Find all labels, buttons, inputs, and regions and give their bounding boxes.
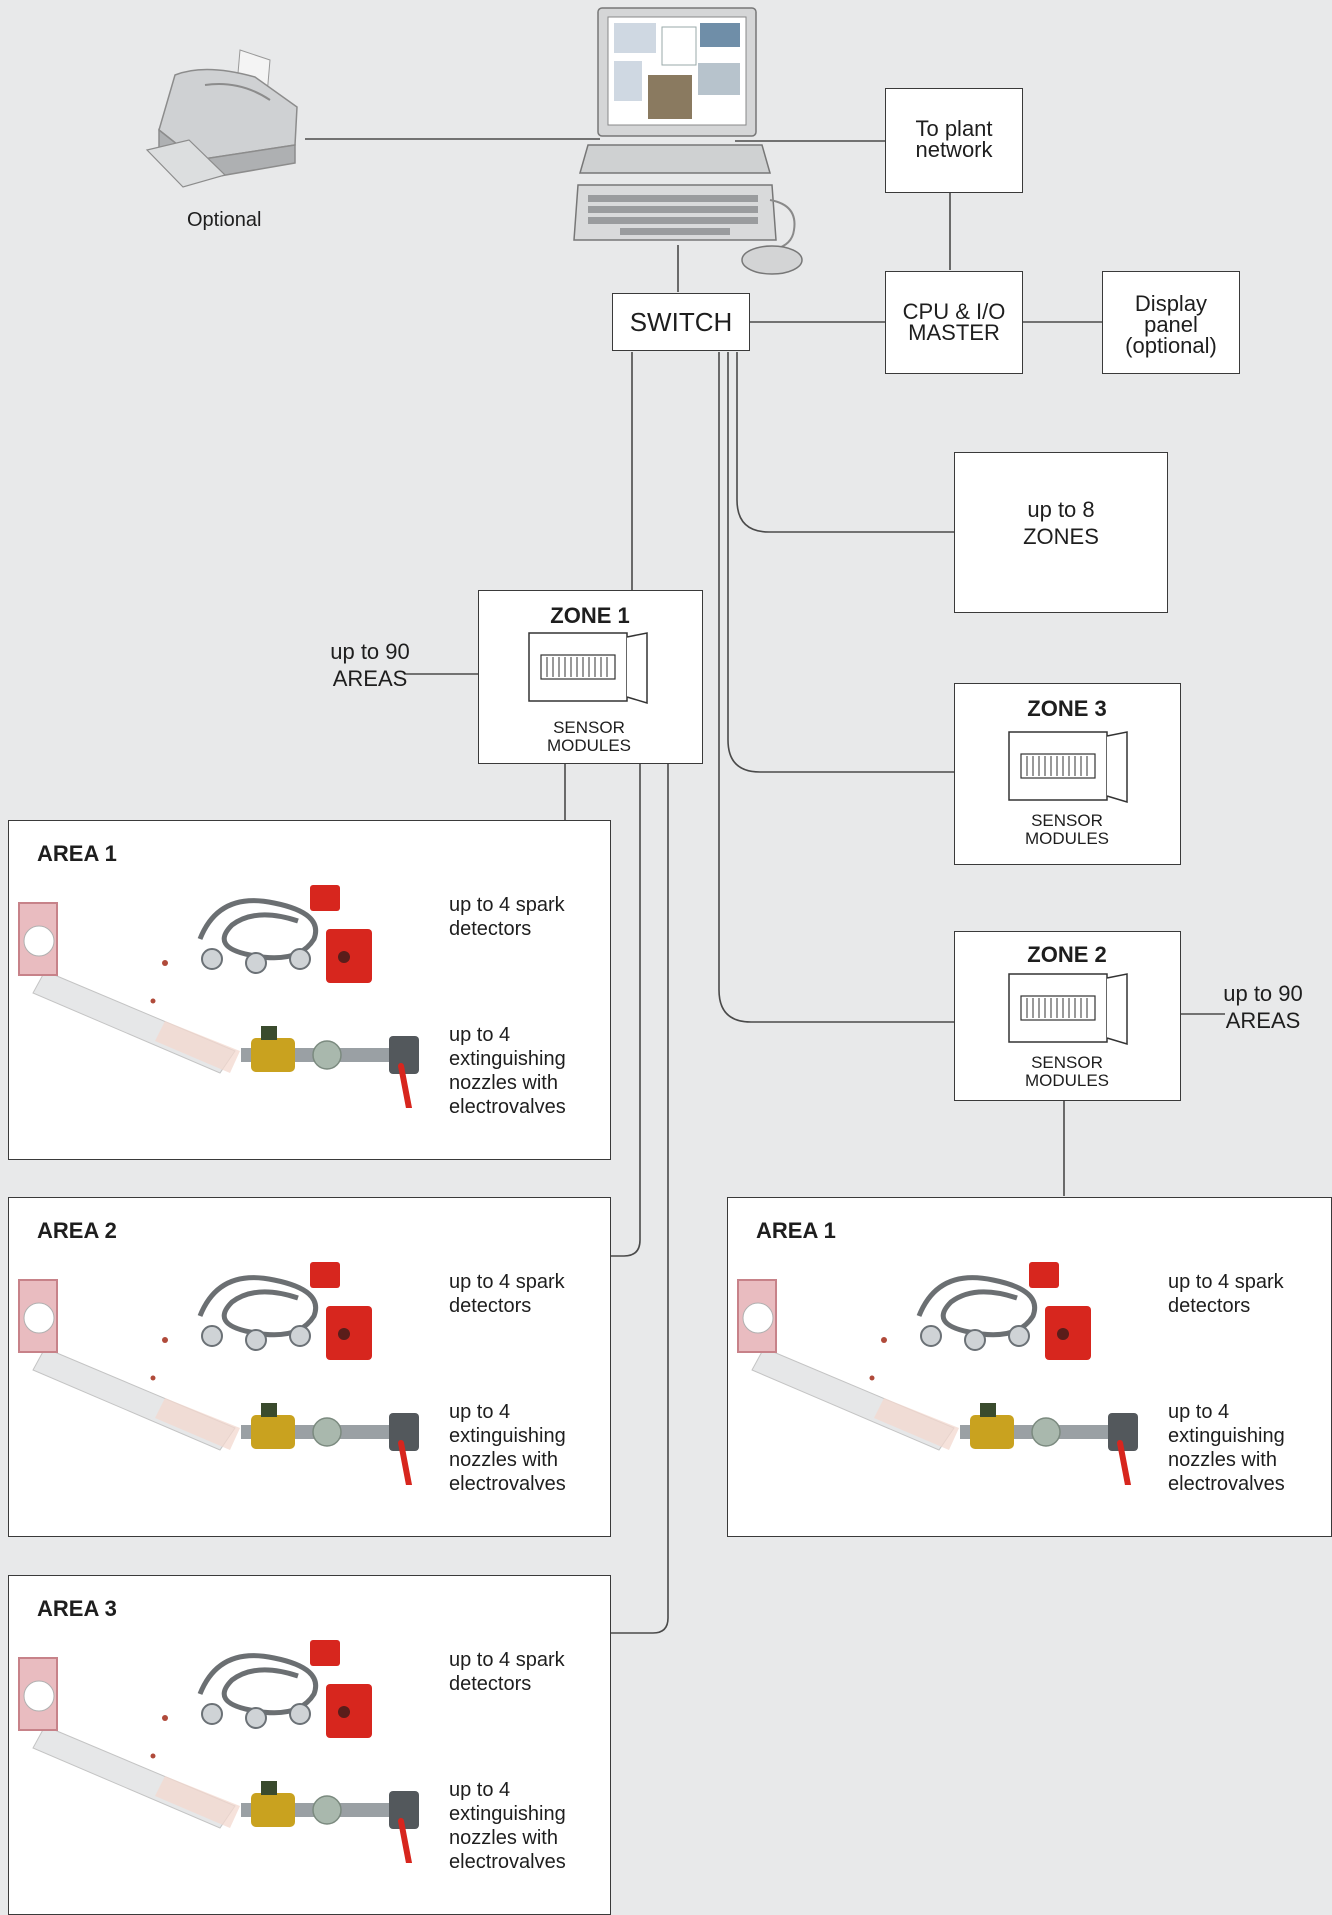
extinguishing-nozzle-valve-icon [960,1403,1138,1485]
wire-zone1-area3 [610,763,669,1634]
extinguishing-nozzle-valve-icon [241,1026,419,1108]
area-title: AREA 1 [756,1218,836,1243]
duct-gate-icon [18,1657,240,1829]
spark-detector-icon [197,1640,372,1738]
plant-network-label: To plant network [915,116,993,162]
zone1-modules-label: SENSOR MODULES [546,718,632,755]
zone1-area2-box: AREA 2 up to 4 spark detectors up to 4 e… [8,1197,611,1537]
wire-switch-8zones [736,352,954,533]
area-detectors-text: up to 4 spark detectors [449,894,565,940]
zone3-box: ZONE 3 SENSOR MODULES [954,683,1181,865]
area-nozzles-text: up to 4 extinguishing nozzles with elect… [449,1779,566,1873]
up-to-8-zones-box: up to 8 ZONES [954,452,1168,613]
area-detectors-text: up to 4 spark detectors [449,1271,565,1317]
spark-detector-icon [916,1262,1091,1360]
computer-icon [573,7,803,275]
switch-label: SWITCH [629,307,733,337]
printer-icon [145,49,298,188]
extinguishing-nozzle-valve-icon [241,1403,419,1485]
zone2-area1-box: AREA 1 up to 4 spark detectors up to 4 e… [727,1197,1332,1537]
wire-switch-zone2 [718,352,954,1023]
area-title: AREA 2 [37,1218,117,1243]
zone1-area3-box: AREA 3 up to 4 spark detectors up to 4 e… [8,1575,611,1915]
zone2-areas-note: up to 90 AREAS [1223,981,1303,1033]
zone2-title: ZONE 2 [1027,942,1107,967]
sensor-module-cabinet-icon [1008,973,1128,1046]
duct-gate-icon [18,1279,240,1451]
display-panel-box: Display panel (optional) [1102,271,1240,374]
area-title: AREA 3 [37,1596,117,1621]
wire-switch-zone3 [727,352,954,773]
spark-detector-icon [197,1262,372,1360]
sensor-module-cabinet-icon [1008,731,1128,804]
duct-gate-icon [737,1279,959,1451]
display-panel-label: Display panel (optional) [1125,291,1217,358]
area-detectors-text: up to 4 spark detectors [1168,1271,1284,1317]
zone2-box: ZONE 2 SENSOR MODULES [954,931,1181,1101]
up-to-8-zones-label: up to 8 ZONES [1023,497,1099,549]
zone2-modules-label: SENSOR MODULES [1024,1053,1110,1090]
area-title: AREA 1 [37,841,117,866]
zone1-areas-note: up to 90 AREAS [330,639,410,691]
zone3-modules-label: SENSOR MODULES [1024,811,1110,848]
zone3-title: ZONE 3 [1027,696,1107,721]
zone1-title: ZONE 1 [550,603,630,628]
area-nozzles-text: up to 4 extinguishing nozzles with elect… [449,1401,566,1495]
sensor-module-cabinet-icon [528,632,648,705]
zone1-box: ZONE 1 SENSOR MODULES [478,590,703,764]
cpu-master-label: CPU & I/O MASTER [902,299,1006,345]
area-nozzles-text: up to 4 extinguishing nozzles with elect… [449,1024,566,1118]
extinguishing-nozzle-valve-icon [241,1781,419,1863]
switch-box: SWITCH [612,293,750,351]
printer-caption: Optional [187,209,262,231]
cpu-master-box: CPU & I/O MASTER [885,271,1023,374]
plant-network-box: To plant network [885,88,1023,193]
area-detectors-text: up to 4 spark detectors [449,1649,565,1695]
area-nozzles-text: up to 4 extinguishing nozzles with elect… [1168,1401,1285,1495]
duct-gate-icon [18,902,240,1074]
zone1-area1-box: AREA 1 up to 4 spark detectors up to 4 e… [8,820,611,1160]
wire-zone1-area2 [610,763,641,1257]
spark-detector-icon [197,885,372,983]
